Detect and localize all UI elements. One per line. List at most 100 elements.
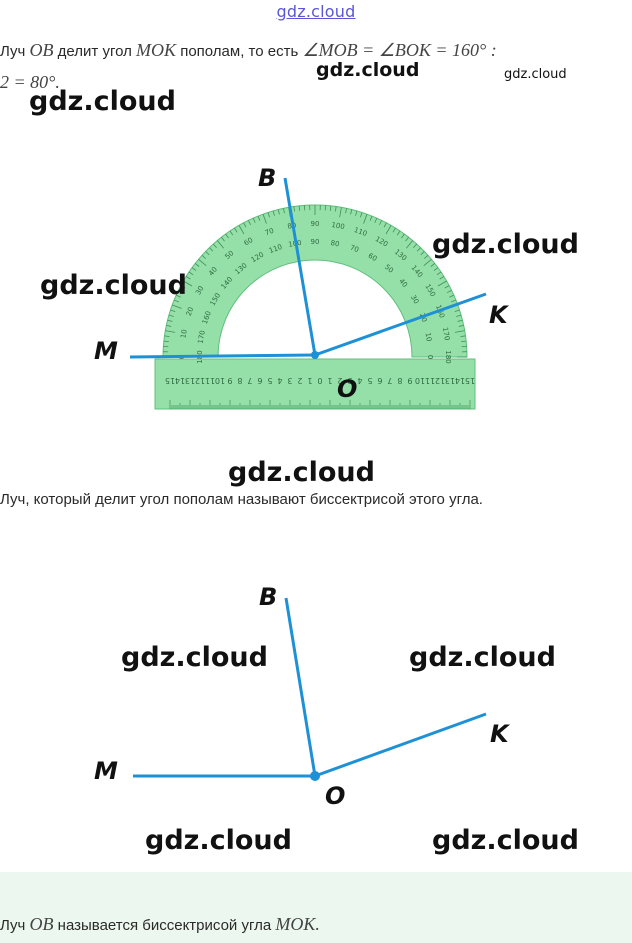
protractor-tick bbox=[198, 258, 207, 267]
protractor-ticks bbox=[163, 205, 467, 358]
watermark: gdz.cloud bbox=[432, 229, 579, 260]
protractor-tick bbox=[194, 263, 200, 267]
protractor-tick bbox=[172, 304, 182, 309]
protractor-tick bbox=[164, 335, 170, 337]
protractor-tick bbox=[216, 240, 225, 249]
protractor-tick bbox=[454, 330, 465, 333]
protractor-tick bbox=[437, 280, 447, 287]
protractor-tick bbox=[166, 325, 172, 327]
protractor-arc bbox=[162, 204, 468, 358]
protractor-scale-number: 170 bbox=[441, 327, 451, 342]
ruler-number: 2 bbox=[297, 376, 302, 385]
ray-ok bbox=[314, 292, 487, 357]
protractor-tick bbox=[277, 209, 280, 215]
protractor-tick bbox=[221, 236, 225, 242]
protractor-tick bbox=[401, 233, 405, 239]
intro-equation-cont: 2 = 80°. bbox=[0, 72, 60, 92]
protractor-tick bbox=[170, 309, 176, 312]
label-k: K bbox=[490, 720, 511, 748]
conclusion-prefix: Луч bbox=[0, 917, 26, 934]
label-o: O bbox=[337, 375, 357, 403]
protractor-tick bbox=[257, 215, 261, 221]
protractor-tick bbox=[430, 263, 436, 267]
watermark: gdz.cloud bbox=[145, 825, 292, 856]
protractor-scale-number: 40 bbox=[397, 277, 409, 289]
protractor-tick bbox=[444, 285, 450, 289]
label-m: M bbox=[94, 337, 118, 365]
ruler-number: 11 bbox=[205, 376, 215, 385]
angle-figure: B K M O bbox=[94, 583, 511, 810]
protractor-scale-number: 50 bbox=[224, 249, 236, 261]
ruler-number: 3 bbox=[347, 376, 352, 385]
protractor-scale-number: 30 bbox=[409, 294, 420, 306]
protractor-tick bbox=[173, 299, 179, 303]
ruler-number: 4 bbox=[277, 376, 282, 385]
ruler-number: 5 bbox=[367, 376, 372, 385]
label-b: B bbox=[258, 164, 276, 192]
site-link[interactable]: gdz.cloud bbox=[276, 2, 356, 21]
ruler bbox=[154, 358, 476, 410]
ruler-number: 14 bbox=[455, 376, 465, 385]
protractor-tick bbox=[238, 225, 245, 235]
protractor-scale-number: 10 bbox=[424, 332, 433, 342]
vertex-o bbox=[310, 771, 320, 781]
protractor-tick bbox=[460, 335, 466, 337]
protractor-tick bbox=[335, 206, 337, 212]
protractor-tick bbox=[248, 220, 251, 226]
protractor-tick bbox=[191, 267, 197, 271]
watermark: gdz.cloud bbox=[29, 86, 176, 117]
label-b: B bbox=[259, 583, 277, 611]
protractor-tick bbox=[293, 206, 295, 212]
protractor-tick bbox=[461, 340, 467, 343]
protractor-tick bbox=[243, 222, 247, 228]
intro-angle: MOK bbox=[136, 40, 177, 60]
protractor-tick bbox=[436, 271, 442, 276]
protractor-tick bbox=[188, 271, 194, 276]
protractor-tick bbox=[420, 251, 425, 256]
watermark: gdz.cloud bbox=[504, 67, 567, 82]
protractor-tick bbox=[433, 267, 439, 271]
protractor-tick bbox=[413, 243, 418, 249]
ray-ok bbox=[314, 712, 487, 778]
ruler-number: 2 bbox=[337, 376, 342, 385]
vertex-o bbox=[311, 351, 319, 359]
ruler-number: 5 bbox=[267, 376, 272, 385]
protractor-tick bbox=[163, 340, 169, 343]
protractor-tick bbox=[423, 258, 432, 267]
protractor-scale-number: 170 bbox=[197, 330, 207, 345]
protractor-tick bbox=[329, 205, 332, 211]
conclusion-band bbox=[0, 872, 632, 943]
ruler-number: 7 bbox=[247, 376, 252, 385]
watermark: gdz.cloud bbox=[432, 825, 579, 856]
protractor-tick bbox=[180, 285, 186, 289]
ruler-number: 9 bbox=[227, 376, 232, 385]
protractor-tick bbox=[451, 299, 457, 303]
ruler-number: 0 bbox=[317, 376, 322, 385]
intro-line-1: Луч OB делит угол MOK пополам, то есть ∠… bbox=[0, 40, 497, 61]
protractor-tick bbox=[449, 294, 455, 298]
protractor-tick bbox=[350, 209, 353, 215]
protractor-tick bbox=[416, 247, 421, 252]
protractor-tick bbox=[175, 294, 181, 298]
protractor-scale-number: 100 bbox=[331, 221, 346, 231]
protractor-scale-number: 10 bbox=[179, 329, 188, 339]
protractor-scale-number: 40 bbox=[207, 266, 219, 278]
protractor-tick bbox=[345, 208, 347, 214]
protractor-tick bbox=[454, 309, 460, 312]
ruler-number: 7 bbox=[387, 376, 392, 385]
intro-line-2: 2 = 80°. bbox=[0, 72, 60, 93]
ray-ob bbox=[284, 597, 317, 777]
watermark: gdz.cloud bbox=[316, 59, 420, 81]
protractor-scale-number: 60 bbox=[243, 236, 255, 247]
protractor-tick bbox=[369, 215, 373, 221]
protractor-scale-number: 50 bbox=[383, 263, 395, 275]
conclusion-angle: MOK. bbox=[275, 914, 320, 934]
protractor-tick bbox=[439, 276, 445, 280]
protractor-scale-number: 60 bbox=[367, 252, 379, 263]
ruler-number: 9 bbox=[407, 376, 412, 385]
protractor-tick bbox=[183, 280, 193, 287]
intro-ray: OB bbox=[29, 40, 54, 60]
protractor-tick bbox=[396, 230, 401, 236]
